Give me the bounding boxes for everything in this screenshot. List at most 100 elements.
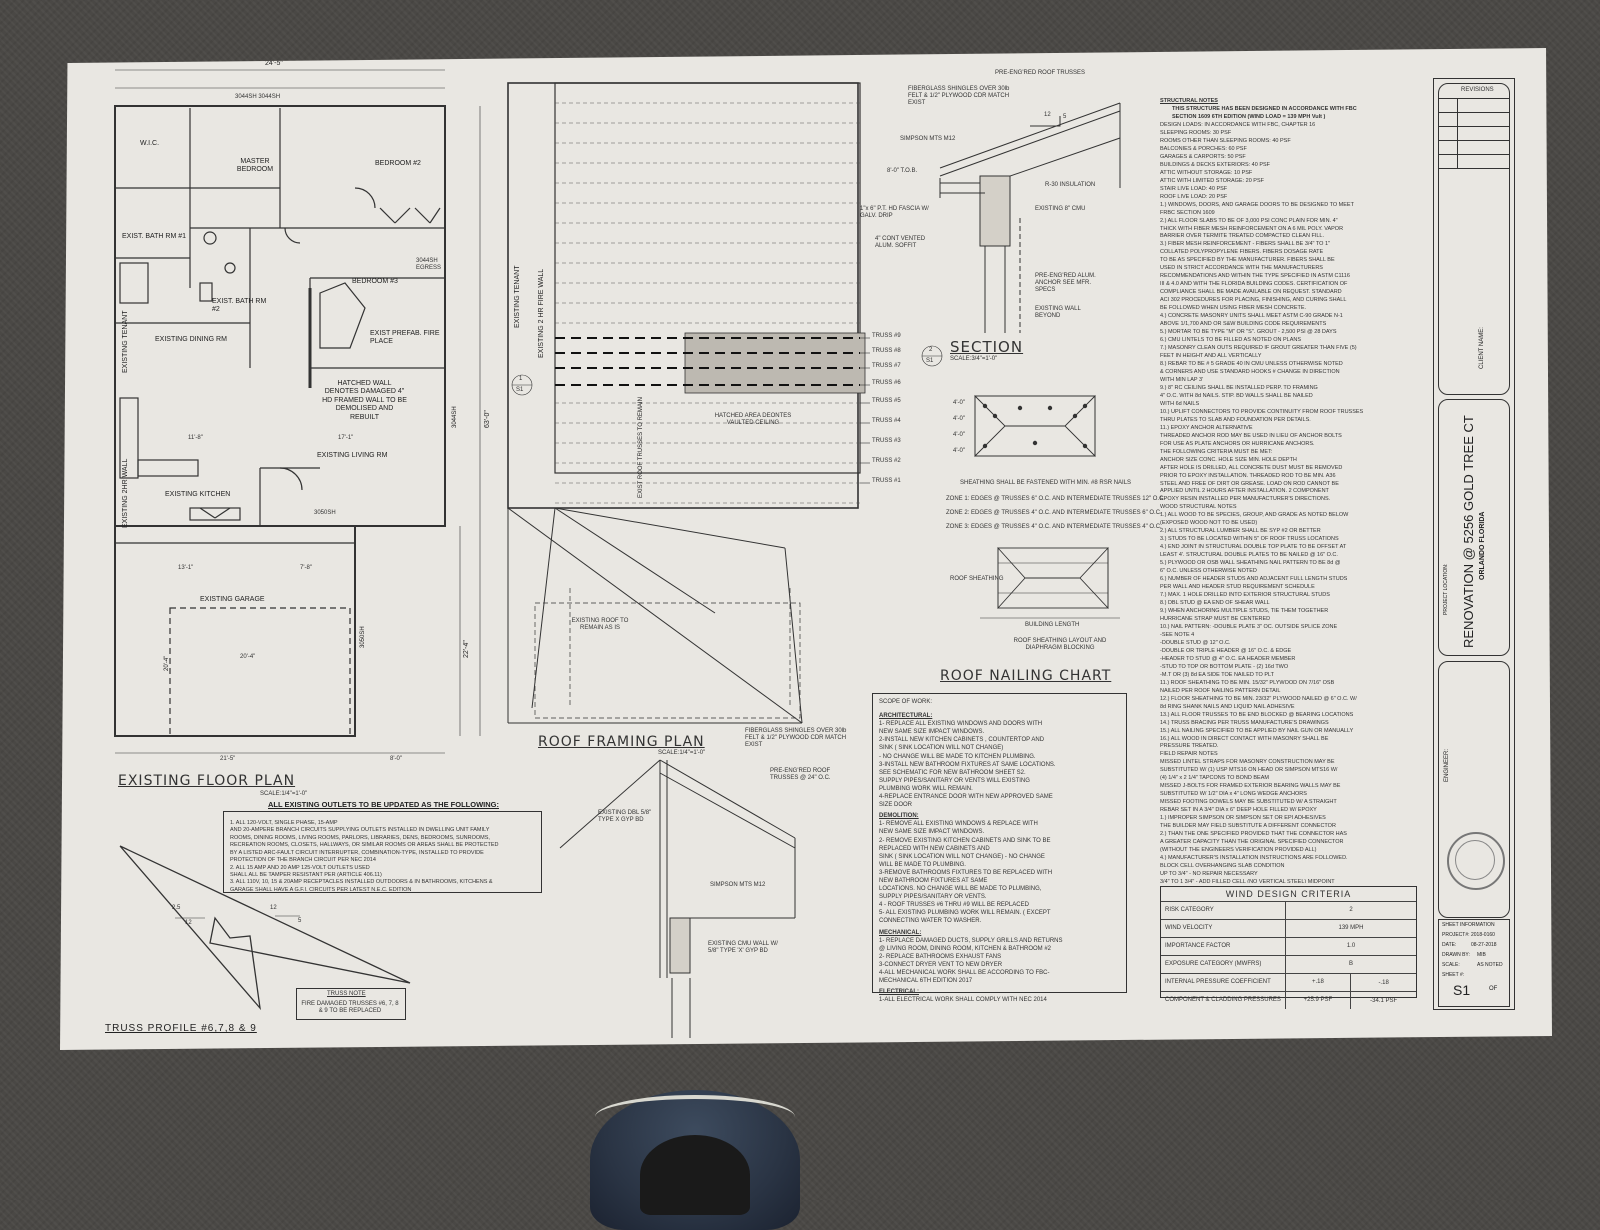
scope-mechanical-item: @ LIVING ROOM, DINING ROOM, KITCHEN & BA… bbox=[879, 945, 1051, 952]
scope-heading: SCOPE OF WORK: bbox=[879, 699, 933, 705]
structural-line: 4.) CONCRETE MASONRY UNITS SHALL MEET AS… bbox=[1160, 313, 1343, 320]
structural-line: 14.) TRUSS BRACING PER TRUSS MANUFACTURE… bbox=[1160, 719, 1329, 726]
scope-demolition-item: 3-REMOVE BATHROOMS FIXTURES TO BE REPLAC… bbox=[879, 869, 1053, 876]
side-label-wall: EXISTING 2HR WALL bbox=[122, 458, 129, 528]
wind-row: INTERNAL PRESSURE COEFFICIENT+.18-.18 bbox=[1161, 973, 1416, 991]
dim-living: 17'-1" bbox=[338, 435, 354, 441]
trusses-remain-note: EXIST ROOF TRUSSES TO REMAIN bbox=[638, 397, 644, 498]
dim-right-total: 63'-0" bbox=[484, 410, 491, 428]
structural-line: MISSED FOOTING DOWELS MAY BE SUBSTITUTED… bbox=[1160, 799, 1337, 806]
outlet-item: 1. ALL 120-VOLT, SINGLE PHASE, 15-AMP bbox=[230, 820, 338, 826]
structural-line: THREADED ANCHOR ROD MAY BE USED IN LIEU … bbox=[1160, 432, 1342, 439]
section-pitch: 12 bbox=[1044, 112, 1051, 118]
scope-demolition-item: SUPPLY PIPES/SANITARY OR VENTS. bbox=[879, 894, 987, 901]
outlet-item: RECREATION ROOMS, CLOSETS, HALLWAYS, OR … bbox=[230, 842, 499, 849]
wind-row-value: 2 bbox=[1349, 907, 1353, 913]
truss-label: TRUSS #2 bbox=[872, 458, 901, 464]
revisions-label: REVISIONS bbox=[1461, 87, 1494, 93]
project-location-label: PROJECT LOCATION: bbox=[1443, 563, 1449, 615]
dim-kitchen-width: 13'-1" bbox=[178, 565, 194, 571]
truss-label: TRUSS #7 bbox=[872, 363, 901, 369]
structural-line: 9.) 8" RC CEILING SHALL BE INSTALLED PER… bbox=[1160, 384, 1318, 391]
structural-line: 1.) WINDOWS, DOORS, AND GARAGE DOORS TO … bbox=[1160, 201, 1354, 208]
structural-line: 1.) IMPROPER SIMPSON OR SIMPSON SET OR E… bbox=[1160, 815, 1326, 822]
window-top-label: 3044SH 3044SH bbox=[235, 94, 281, 100]
section-rise: 5 bbox=[1063, 114, 1067, 120]
room-living: EXISTING LIVING RM bbox=[317, 452, 388, 459]
truss-label: TRUSS #3 bbox=[872, 438, 901, 444]
scope-architectural-item: 3-INSTALL NEW BATHROOM FIXTURES AT SAME … bbox=[879, 761, 1056, 768]
structural-line: 16.) ALL WOOD IN DIRECT CONTACT WITH MAS… bbox=[1160, 735, 1329, 742]
floor-plan-scale: SCALE:1/4"=1'-0" bbox=[260, 791, 308, 797]
room-fireplace: EXIST PREFAB. FIRE PLACE bbox=[370, 330, 440, 346]
truss-slope-a-run: 12 bbox=[185, 920, 192, 926]
structural-line: 11.) EPOXY ANCHOR ALTERNATIVE bbox=[1160, 424, 1253, 431]
structural-line: -STUD TO TOP OR BOTTOM PLATE - (2) 16d T… bbox=[1160, 663, 1289, 670]
detail-shingles-note: FIBERGLASS SHINGLES OVER 30lb FELT & 1/2… bbox=[745, 728, 847, 749]
truss-label: TRUSS #5 bbox=[872, 398, 901, 404]
structural-line: A GREATER CAPACITY THAN THE ORIGINAL SPE… bbox=[1160, 839, 1344, 846]
truss-note-text: FIRE DAMAGED TRUSSES #6, 7, 8 & 9 TO BE … bbox=[301, 1001, 399, 1015]
structural-line: -DOUBLE OR TRIPLE HEADER @ 16" O.C. & ED… bbox=[1160, 647, 1292, 654]
structural-line: SUBSTITUTED W/ (1) USP MTS16 ON HEAD OR … bbox=[1160, 767, 1338, 774]
nailing-dim: 4'-0" bbox=[953, 400, 965, 406]
structural-line: UP TO 3/4" - NO REPAIR NECESSARY bbox=[1160, 870, 1258, 877]
structural-line: ACI 302 PROCEDURES FOR PLACING, FINISHIN… bbox=[1160, 297, 1347, 304]
scope-electrical-list: 1-ALL ELECTRICAL WORK SHALL COMPLY WITH … bbox=[879, 996, 1120, 1004]
wind-row-label: IMPORTANCE FACTOR bbox=[1161, 938, 1286, 955]
drawn-by-value: MIB bbox=[1477, 952, 1486, 958]
structural-line: FRBC SECTION 1609 bbox=[1160, 209, 1215, 216]
nailing-dim: 4'-0" bbox=[953, 448, 965, 454]
structural-line: WITH 6d NAILS bbox=[1160, 400, 1200, 407]
structural-line: REBAR SET IN A 3/4" DIA x 6" DEEP HOLE F… bbox=[1160, 807, 1317, 814]
scope-mechanical-item: 3-CONNECT DRYER VENT TO NEW DRYER bbox=[879, 961, 1003, 968]
structural-line: SLEEPING ROOMS: 30 PSF bbox=[1160, 129, 1232, 136]
room-bed2: BEDROOM #2 bbox=[375, 160, 421, 167]
scope-demolition-item: 5- ALL EXISTING PLUMBING WORK WILL REMAI… bbox=[879, 910, 1051, 917]
scale-value: AS NOTED bbox=[1477, 962, 1503, 968]
scope-architectural-item: SINK ( SINK LOCATION WILL NOT CHANGE) bbox=[879, 745, 1004, 752]
scope-mechanical-heading: MECHANICAL: bbox=[879, 929, 922, 936]
engineer-label: ENGINEER: bbox=[1444, 748, 1450, 782]
section-wall-note: EXISTING WALL BEYOND bbox=[1035, 306, 1081, 320]
structural-line: (4) 1/4" x 2 1/4" TAPCONS TO BOND BEAM bbox=[1160, 775, 1269, 782]
project-city: ORLANDO FLORIDA bbox=[1479, 511, 1486, 580]
drawn-by-label: DRAWN BY: bbox=[1442, 952, 1470, 958]
window-garage: 3050SH bbox=[360, 626, 366, 648]
structural-line: BARRIER OVER TERMITE TREATED COMPACTED C… bbox=[1160, 233, 1325, 240]
structural-line: 3.) STUDS TO BE LOCATED WITHIN 5" OF ROO… bbox=[1160, 536, 1339, 543]
floor-plan-drawing bbox=[114, 69, 1121, 1038]
structural-line: ANCHOR SIZE CONC. HOLE SIZE MIN. HOLE DE… bbox=[1160, 456, 1297, 463]
structural-line: THRU PLATES TO SLAB AND FOUNDATION PER D… bbox=[1160, 416, 1311, 423]
scope-of-work-box: SCOPE OF WORK: ARCHITECTURAL: 1- REPLACE… bbox=[872, 693, 1127, 1003]
outlet-item: PROTECTION OF THE BRANCH CIRCUIT PER NEC… bbox=[230, 857, 376, 864]
side-label-tenant: EXISTING TENANT bbox=[122, 310, 129, 374]
structural-line: THE BUILDER MAY FIELD SUBSTITUTE A DIFFE… bbox=[1160, 823, 1336, 830]
project-no-label: PROJECT#: bbox=[1442, 932, 1470, 938]
structural-line: III & 4.0 AND WITH THE FLORIDA BUILDING … bbox=[1160, 281, 1348, 288]
structural-line: 6.) NUMBER OF HEADER STUDS AND ADJACENT … bbox=[1160, 576, 1348, 583]
section-scale: SCALE:3/4"=1'-0" bbox=[950, 356, 998, 362]
section-marker-num: 2 bbox=[929, 347, 933, 353]
structural-line: COMPLIANCE SHALL BE MADE AVAILABLE ON RE… bbox=[1160, 289, 1342, 296]
structural-line: 3/4" TO 1 3/4" - ADD FILLED CELL (NO VER… bbox=[1160, 878, 1335, 883]
structural-line: LEAST 4'. STRUCTURAL DOUBLE PLATES TO BE… bbox=[1160, 552, 1338, 559]
outlet-item: AND 20-AMPERE BRANCH CIRCUITS SUPPLYING … bbox=[230, 827, 490, 834]
room-dining: EXISTING DINING RM bbox=[155, 336, 227, 343]
structural-line: FIELD REPAIR NOTES bbox=[1160, 751, 1218, 758]
dim-right-lower: 22'-4" bbox=[463, 640, 470, 658]
scope-demolition-item: NEW SAME SIZE IMPACT WINDOWS. bbox=[879, 829, 985, 836]
structural-line: BE FOLLOWED WHEN USING FIBER MESH CONCRE… bbox=[1160, 305, 1307, 312]
shoe-opening bbox=[640, 1135, 750, 1215]
structural-line: RECOMMENDATIONS AND WITHIN THE TYPE SPEC… bbox=[1160, 273, 1350, 280]
dim-dining: 11'-8" bbox=[188, 435, 203, 441]
project-no-value: 2018-0160 bbox=[1471, 932, 1495, 938]
truss-label: TRUSS #9 bbox=[872, 333, 901, 339]
scope-architectural-item: 1- REPLACE ALL EXISTING WINDOWS AND DOOR… bbox=[879, 721, 1043, 728]
structural-line: -DOUBLE STUD @ 12" O.C. bbox=[1160, 639, 1231, 646]
scope-demolition-heading: DEMOLITION: bbox=[879, 813, 919, 820]
truss-slope-a: 2.5 bbox=[172, 905, 181, 911]
structural-line: -SEE NOTE 4 bbox=[1160, 631, 1195, 638]
